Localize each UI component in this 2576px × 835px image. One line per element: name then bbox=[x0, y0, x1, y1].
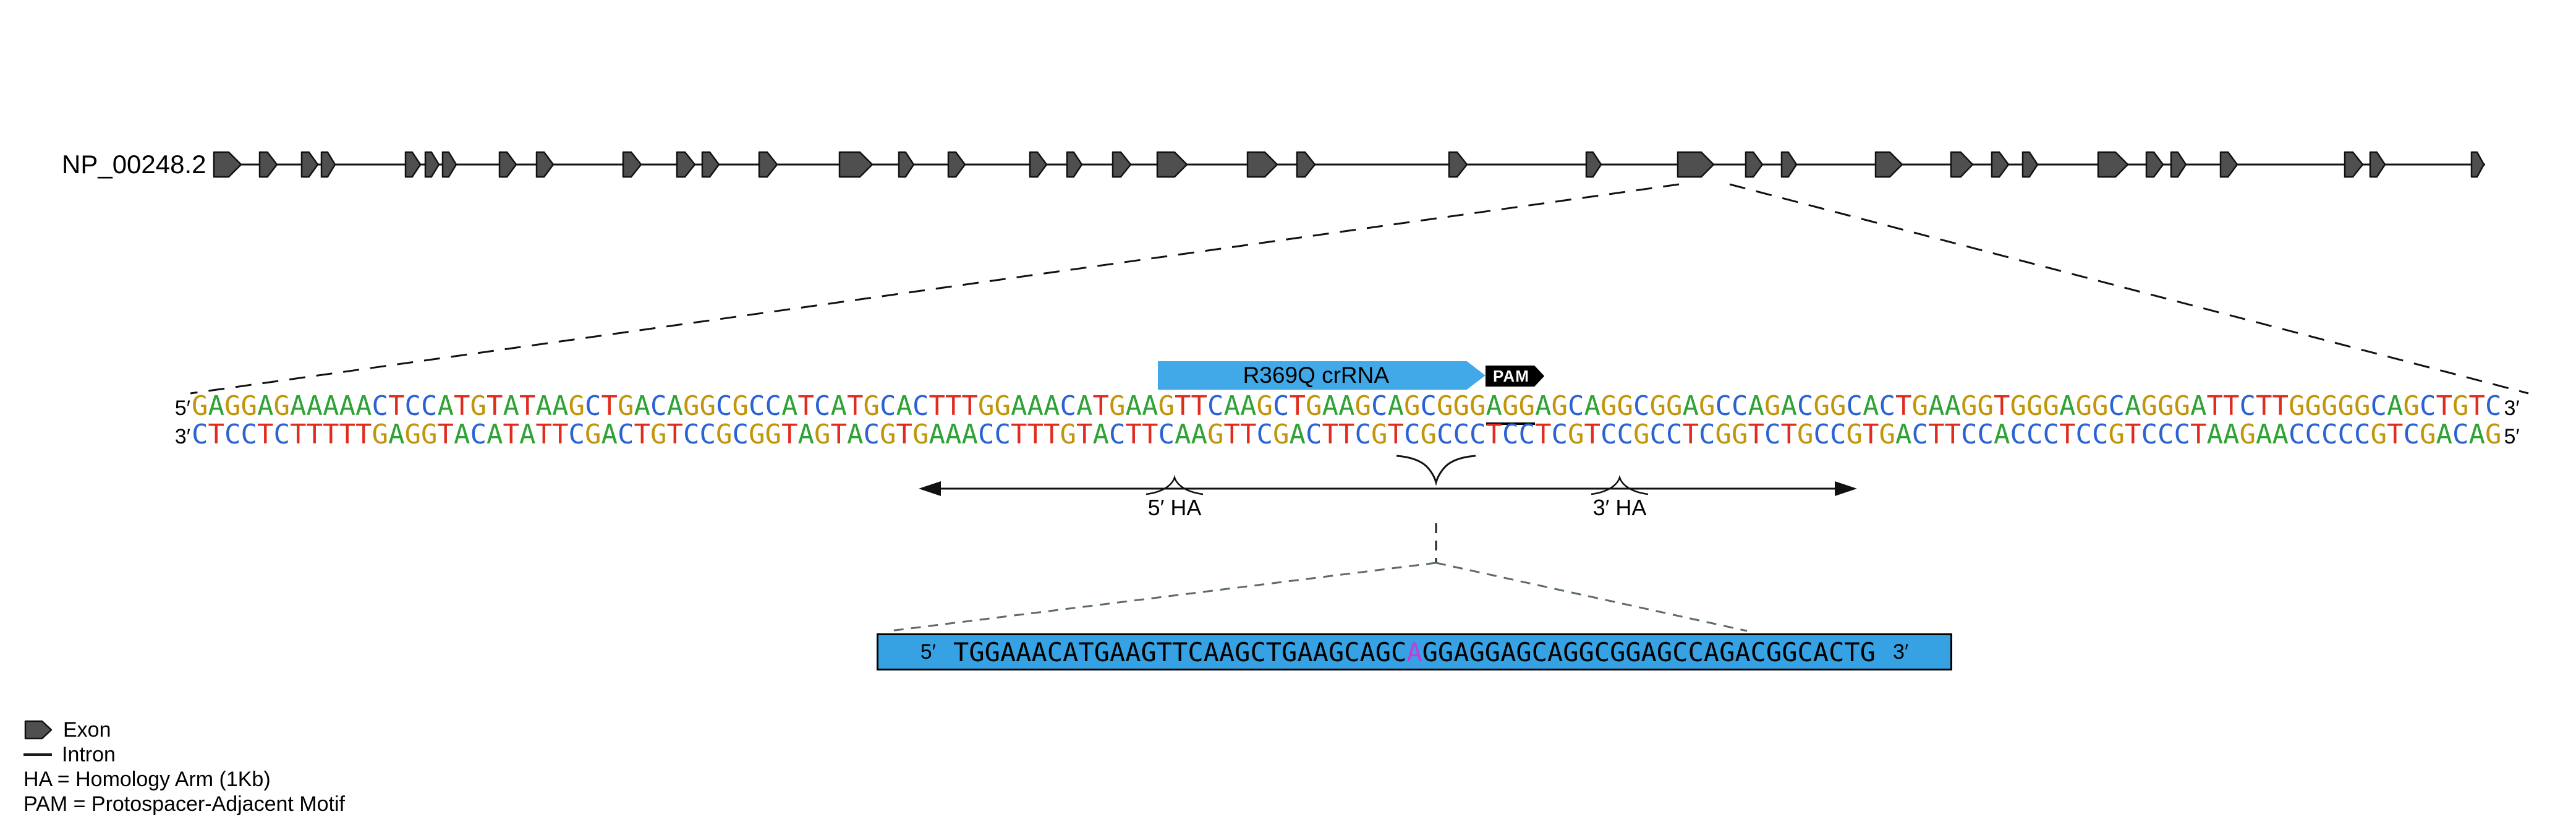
gene-accession-label: NP_00248.2 bbox=[62, 150, 206, 179]
three-ha-brace bbox=[1591, 474, 1649, 495]
legend-row-ha: HA = Homology Arm (1Kb) bbox=[23, 767, 345, 792]
donor-seq-right: GGAGGAGCAGGCGGAGCCAGACGGCACTG bbox=[1422, 636, 1876, 667]
donor-seq-left: TGGAAACATGAAGTTCAAGCTGAAGCAGC bbox=[953, 636, 1407, 667]
donor-sequence-box: 5′ TGGAAACATGAAGTTCAAGCTGAAGCAGCAGGAGGAG… bbox=[877, 633, 1952, 670]
exon-glyph bbox=[622, 151, 642, 178]
exon-glyph bbox=[1246, 151, 1278, 178]
legend-exon-label: Exon bbox=[63, 717, 111, 742]
ha-arrowhead-left bbox=[919, 481, 941, 496]
crrna-label: R369Q crRNA bbox=[1243, 362, 1390, 388]
exon-glyph bbox=[1991, 151, 2010, 178]
top-strand-3prime-label: 3′ bbox=[2504, 396, 2520, 420]
exon-glyph bbox=[1745, 151, 1764, 178]
exon-glyph bbox=[441, 151, 457, 178]
exon-glyph bbox=[404, 151, 422, 178]
ha-arrowhead-right bbox=[1835, 481, 1857, 496]
zoom-line-right bbox=[1729, 183, 2529, 395]
exon-glyph bbox=[1950, 151, 1974, 178]
exon-glyph bbox=[676, 151, 696, 178]
exon-glyph bbox=[2145, 151, 2164, 178]
exon-glyph bbox=[1677, 151, 1715, 178]
donor-mutant-base: A bbox=[1406, 636, 1422, 667]
exon-glyph bbox=[2470, 151, 2485, 178]
bottom-strand-sequence: CTCCTCTTTTTGAGGTACATATTCGACTGTCCGCGGTAGT… bbox=[192, 419, 2502, 450]
top-strand-sequence: GAGGAGAAAAACTCCATGTATAAGCTGACAGGCGCCATCA… bbox=[192, 390, 2502, 425]
exon-glyph bbox=[2097, 151, 2129, 178]
five-ha-brace bbox=[1146, 474, 1204, 495]
five-ha-label: 5′ HA bbox=[1147, 495, 1202, 520]
intron-legend-icon bbox=[23, 753, 52, 756]
top-strand-row: 5′ GAGGAGAAAAACTCCATGTATAAGCTGACAGGCGCCA… bbox=[156, 390, 2521, 425]
exon-legend-icon bbox=[24, 720, 53, 740]
bottom-strand-row: 3′ CTCCTCTTTTTGAGGTACATATTCGACTGTCCGCGGT… bbox=[156, 421, 2521, 451]
exon-glyph bbox=[213, 151, 242, 178]
exon-glyph bbox=[758, 151, 778, 178]
exon-glyph bbox=[1029, 151, 1048, 178]
donor-connector-left bbox=[890, 562, 1437, 632]
exon-glyph bbox=[498, 151, 517, 178]
exon-glyph bbox=[1296, 151, 1316, 178]
legend-pam-definition: PAM = Protospacer-Adjacent Motif bbox=[23, 792, 345, 816]
zoom-line-left bbox=[190, 183, 1680, 395]
exon-glyph bbox=[300, 151, 319, 178]
exon-glyph bbox=[947, 151, 966, 178]
exon-glyph bbox=[2344, 151, 2364, 178]
exon-glyph bbox=[2369, 151, 2386, 178]
exon-glyph bbox=[1448, 151, 1468, 178]
exon-glyph bbox=[898, 151, 915, 178]
pam-flag-label: PAM bbox=[1493, 366, 1529, 385]
exon-glyph bbox=[2021, 151, 2039, 178]
exon-glyph bbox=[1780, 151, 1798, 178]
exon-glyph bbox=[320, 151, 336, 178]
legend-ha-definition: HA = Homology Arm (1Kb) bbox=[23, 767, 271, 791]
exon-glyph bbox=[1066, 151, 1083, 178]
three-ha-label: 3′ HA bbox=[1592, 495, 1647, 520]
exon-glyph bbox=[838, 151, 874, 178]
crrna-arrow: R369Q crRNA bbox=[1158, 361, 1486, 390]
bottom-strand-3prime-label: 3′ bbox=[174, 425, 190, 448]
exon-glyph bbox=[1874, 151, 1903, 178]
exon-track bbox=[213, 151, 2485, 178]
cut-site-brace bbox=[1396, 455, 1476, 486]
exon-glyph bbox=[2219, 151, 2238, 178]
exon-glyph bbox=[2170, 151, 2187, 178]
exon-glyph bbox=[424, 151, 440, 178]
bottom-strand-5prime-label: 5′ bbox=[2504, 425, 2520, 448]
exon-glyph bbox=[1112, 151, 1132, 178]
exon-glyph bbox=[1585, 151, 1602, 178]
donor-connector-right bbox=[1435, 562, 1748, 632]
legend-row-pam: PAM = Protospacer-Adjacent Motif bbox=[23, 792, 345, 816]
donor-sequence: TGGAAACATGAAGTTCAAGCTGAAGCAGCAGGAGGAGCAG… bbox=[953, 637, 1876, 667]
legend-row-exon: Exon bbox=[23, 717, 345, 742]
exon-glyph bbox=[701, 151, 720, 178]
donor-5prime-label: 5′ bbox=[920, 640, 937, 664]
legend-intron-label: Intron bbox=[62, 742, 116, 766]
top-strand-5prime-label: 5′ bbox=[174, 396, 190, 420]
exon-glyph bbox=[1156, 151, 1188, 178]
exon-glyph bbox=[535, 151, 555, 178]
pam-flag: PAM bbox=[1486, 366, 1544, 387]
legend-row-intron: Intron bbox=[23, 742, 345, 767]
donor-3prime-label: 3′ bbox=[1892, 640, 1909, 664]
legend: Exon Intron HA = Homology Arm (1Kb) PAM … bbox=[23, 717, 345, 816]
exon-glyph bbox=[258, 151, 278, 178]
